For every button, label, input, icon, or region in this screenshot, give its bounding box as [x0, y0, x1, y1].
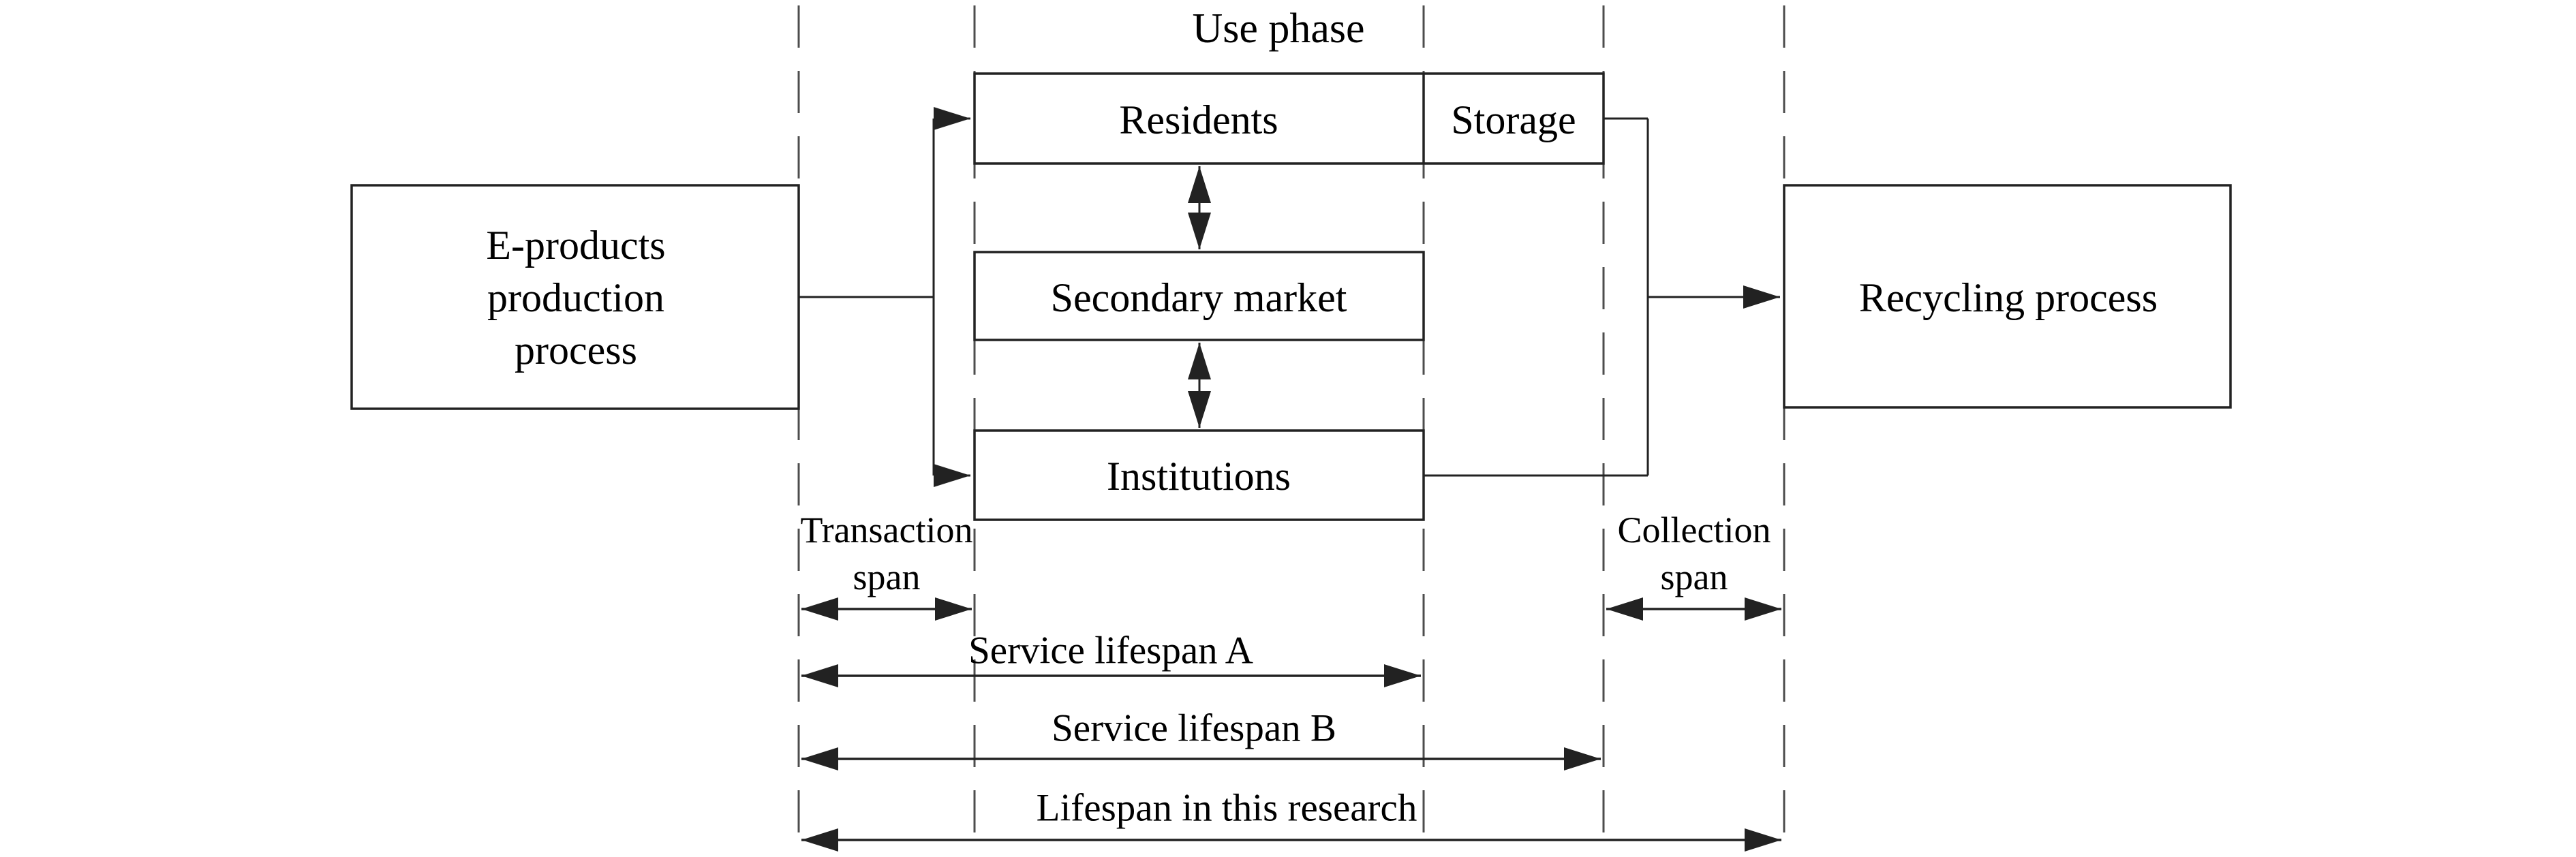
production-label-line3: process: [515, 328, 637, 373]
recycling-label: Recycling process: [1859, 275, 2158, 320]
recycling-process-box: [1783, 184, 2232, 409]
process-boxes: [350, 72, 2232, 521]
transaction-span-label-line2: span: [853, 557, 921, 597]
storage-label: Storage: [1451, 97, 1576, 142]
institutions-box: [973, 429, 1425, 521]
use-phase-label: Use phase: [1192, 5, 1364, 52]
measurement-arrows: [801, 597, 1781, 852]
production-label-line2: production: [487, 275, 664, 320]
lifespan-research-label: Lifespan in this research: [1037, 787, 1417, 830]
labels: Use phase E-products production process …: [486, 5, 2158, 830]
connectors: [799, 107, 1780, 487]
collection-span-label-line1: Collection: [1618, 510, 1771, 550]
secondary-market-label: Secondary market: [1051, 275, 1347, 320]
institutions-label: Institutions: [1107, 454, 1291, 499]
production-process-box: [350, 184, 800, 410]
residents-storage-box: [973, 72, 1605, 165]
service-lifespan-a-label: Service lifespan A: [968, 629, 1253, 672]
service-lifespan-b-label: Service lifespan B: [1052, 707, 1336, 750]
residents-label: Residents: [1119, 97, 1278, 142]
transaction-span-label-line1: Transaction: [801, 510, 973, 550]
production-label-line1: E-products: [486, 223, 665, 268]
collection-span-label-line2: span: [1661, 557, 1728, 597]
secondary-market-box: [973, 251, 1425, 341]
